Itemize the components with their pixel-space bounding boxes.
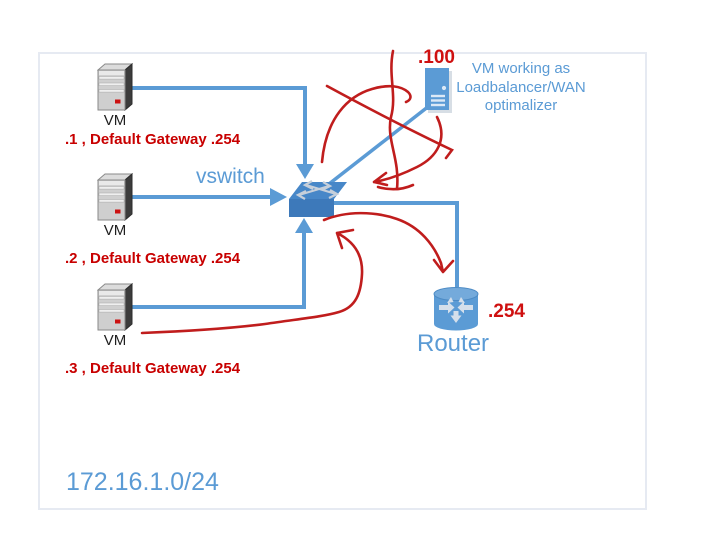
vm3-ip-caption: .3 , Default Gateway .254	[65, 360, 241, 377]
loadbalancer-vm-icon	[425, 68, 452, 113]
loadbalancer-description-line3: optimalizer	[484, 97, 558, 114]
arrowhead-into-vswitch-top	[296, 164, 314, 179]
vm2-label: VM	[103, 222, 127, 239]
vswitch-icon	[289, 180, 347, 217]
link-vswitch-to-loadbalancer	[318, 104, 431, 193]
vm2-ip-caption: .2 , Default Gateway .254	[65, 250, 241, 267]
link-vswitch-to-router	[334, 201, 459, 287]
vm2-icon	[97, 173, 133, 221]
diagram-frame	[38, 52, 647, 510]
annotation-vertical-squiggle	[388, 49, 399, 191]
router-icon	[433, 287, 479, 331]
connection-lines	[132, 86, 459, 309]
loadbalancer-description-line2: Loadbalancer/WAN	[456, 78, 586, 96]
vm3-label: VM	[103, 332, 127, 349]
vm3-icon	[97, 283, 133, 331]
annotation-cross-stroke	[325, 84, 454, 160]
vm1-label: VM	[103, 112, 127, 129]
loadbalancer-description: VM working as Loadbalancer/WAN optimaliz…	[453, 60, 589, 116]
subnet-label: 172.16.1.0/24	[66, 468, 219, 496]
vswitch-label: vswitch	[196, 165, 265, 188]
annotation-vswitch-to-router-arrow	[322, 211, 455, 274]
router-arrows-glyph	[439, 297, 473, 323]
link-vm1-to-vswitch	[132, 86, 307, 165]
red-annotations	[140, 49, 455, 335]
router-ip-label: .254	[488, 301, 525, 322]
annotation-arc-stroke	[320, 84, 412, 164]
arrowhead-into-vswitch-bottom	[295, 218, 313, 233]
vm1-icon	[97, 63, 133, 111]
connection-arrowheads	[270, 164, 314, 233]
loadbalancer-description-line1: VM working as	[471, 60, 571, 77]
annotation-underline	[376, 183, 415, 191]
annotation-hook-left-arrow	[372, 115, 443, 187]
arrowhead-into-vswitch-left	[270, 188, 287, 206]
vswitch-arrows-glyph	[295, 180, 340, 200]
router-label: Router	[417, 330, 490, 357]
annotation-vm3-to-vswitch-arrow	[140, 228, 364, 335]
link-vm3-to-vswitch	[132, 233, 306, 309]
vm1-ip-caption: .1 , Default Gateway .254	[65, 131, 241, 148]
loadbalancer-ip-label: .100	[418, 47, 455, 68]
